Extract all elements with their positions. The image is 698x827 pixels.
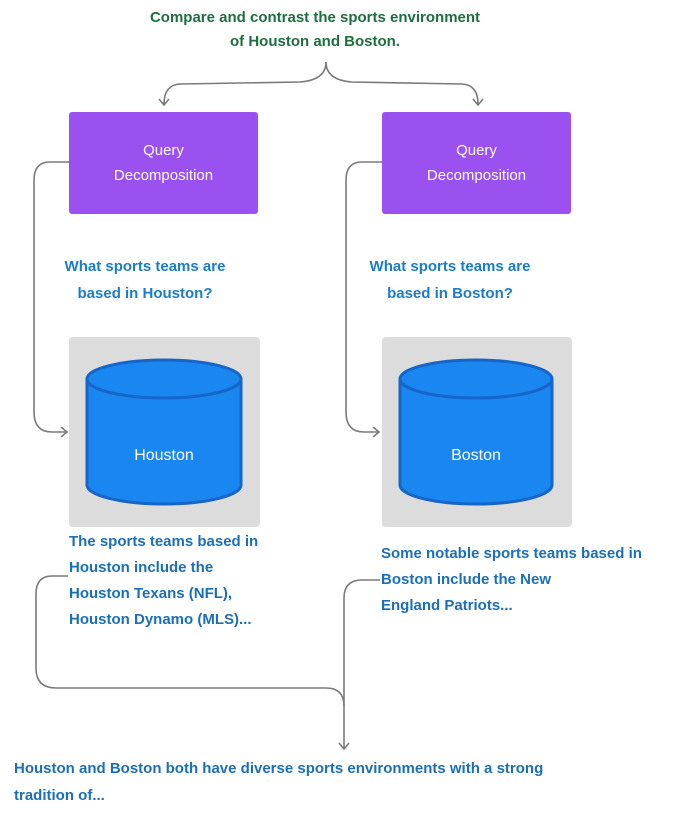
split-arrow-right (325, 61, 484, 107)
left-subquestion-line-1: What sports teams are (64, 258, 226, 275)
left-subquestion-line-2: based in Houston? (77, 285, 213, 302)
top-question-line-2: of Houston and Boston. (230, 33, 400, 50)
top-question: Compare and contrast the sports environm… (100, 6, 530, 54)
left-subquestion: What sports teams are based in Houston? (40, 253, 250, 307)
final-answer-line-1: Houston and Boston both have diverse spo… (14, 760, 544, 777)
boston-db-label: Boston (451, 447, 501, 464)
left-answer-line-3: Houston Texans (NFL), (69, 585, 233, 602)
boston-database-icon: Boston (398, 358, 554, 506)
final-answer: Houston and Boston both have diverse spo… (14, 755, 654, 809)
right-qd-label-line-1: Query (456, 142, 497, 159)
right-answer-line-2: Boston include the New (381, 571, 552, 588)
left-answer-line-2: Houston include the (69, 559, 214, 576)
top-question-line-1: Compare and contrast the sports environm… (149, 9, 481, 26)
right-answer-to-final-connector (338, 579, 380, 751)
right-subquestion-line-2: based in Boston? (387, 285, 513, 302)
left-query-decomposition-box: Query Decomposition (69, 112, 258, 214)
right-subquestion-line-1: What sports teams are (369, 258, 531, 275)
left-answer-line-1: The sports teams based in (69, 533, 259, 550)
right-query-decomposition-box: Query Decomposition (382, 112, 571, 214)
final-answer-line-2: tradition of... (14, 787, 105, 804)
right-subquestion: What sports teams are based in Boston? (345, 253, 555, 307)
left-answer-line-4: Houston Dynamo (MLS)... (69, 611, 252, 628)
left-qd-label-line-1: Query (143, 142, 184, 159)
right-qd-label-line-2: Decomposition (426, 167, 527, 184)
right-answer-line-3: England Patriots... (381, 597, 513, 614)
houston-db-label: Houston (134, 447, 194, 464)
left-database-panel: Houston (69, 337, 260, 527)
houston-database-icon: Houston (85, 358, 243, 506)
right-database-panel: Boston (382, 337, 572, 527)
right-answer: Some notable sports teams based in Bosto… (381, 541, 691, 619)
left-qd-label-line-2: Decomposition (113, 167, 214, 184)
split-arrow-left (158, 61, 327, 107)
right-answer-line-1: Some notable sports teams based in (381, 545, 642, 562)
left-answer: The sports teams based in Houston includ… (69, 529, 319, 633)
